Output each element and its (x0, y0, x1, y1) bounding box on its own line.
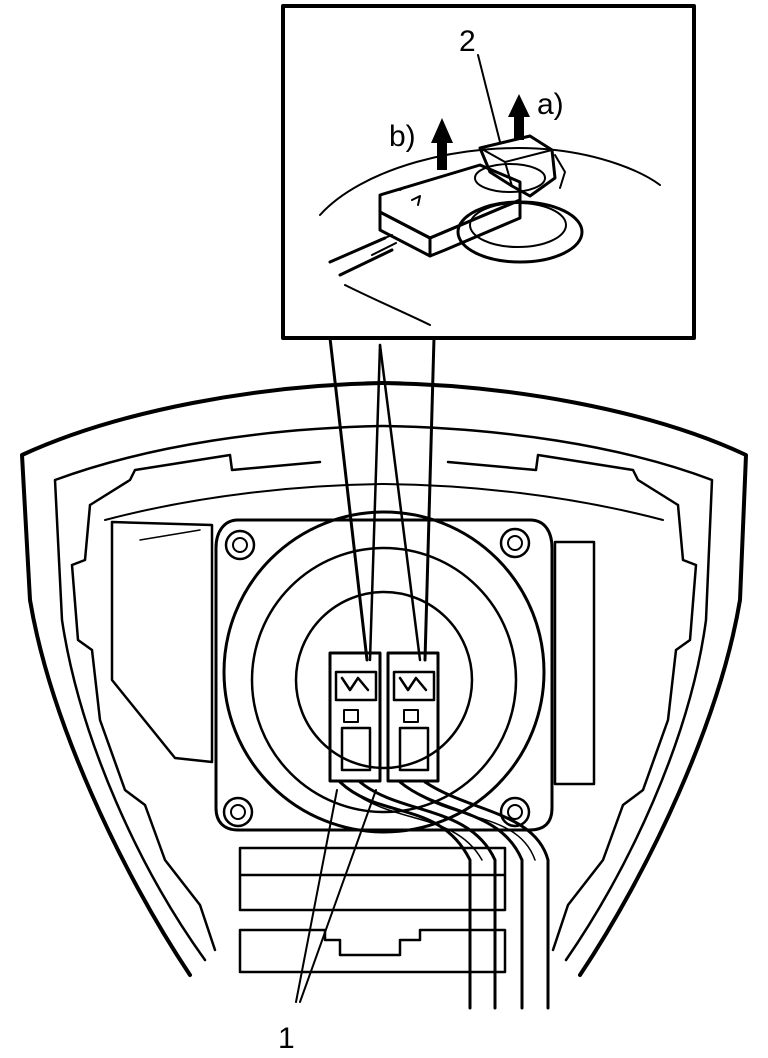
right-pad (553, 540, 596, 786)
wiring-harness (338, 780, 550, 1010)
left-pad-inner (139, 529, 201, 541)
callout-2-leader (477, 54, 501, 143)
detail-inset-frame (281, 4, 696, 340)
callout-2: 2 (459, 25, 476, 58)
inset-cable (328, 236, 394, 277)
callout-step-a: a) (537, 88, 564, 121)
center-housing (214, 518, 554, 832)
detail-zoom-lines (328, 336, 436, 662)
airbag-module (20, 381, 748, 977)
callout-1: 1 (278, 1022, 295, 1055)
callout-1-leader (295, 789, 377, 1003)
module-inner-trim (53, 424, 714, 962)
left-pad (110, 520, 214, 764)
airbag-connector-right (386, 651, 440, 783)
arrow-a-icon (508, 94, 530, 140)
module-frame-right (446, 453, 698, 952)
detail-inset (281, 4, 696, 340)
horn-ring-inner (294, 590, 474, 770)
lower-bar (238, 846, 507, 912)
module-outer-shell (20, 381, 748, 977)
locking-tab (478, 134, 566, 198)
lower-stepped-bracket (238, 928, 507, 974)
mounting-bolt-bl (222, 796, 254, 828)
arrow-b-icon (431, 118, 453, 170)
mounting-bolt-tr (499, 527, 531, 559)
module-frame-top-inner (104, 483, 664, 521)
module-frame-left (70, 453, 322, 952)
mounting-bolt-tl (224, 529, 256, 561)
mounting-bolt-br (499, 796, 531, 828)
airbag-connector-left (328, 651, 382, 783)
horn-ring-middle (250, 546, 518, 814)
horn-ring-outer (222, 510, 546, 834)
inset-connector (378, 163, 522, 258)
callout-step-b: b) (389, 120, 416, 153)
